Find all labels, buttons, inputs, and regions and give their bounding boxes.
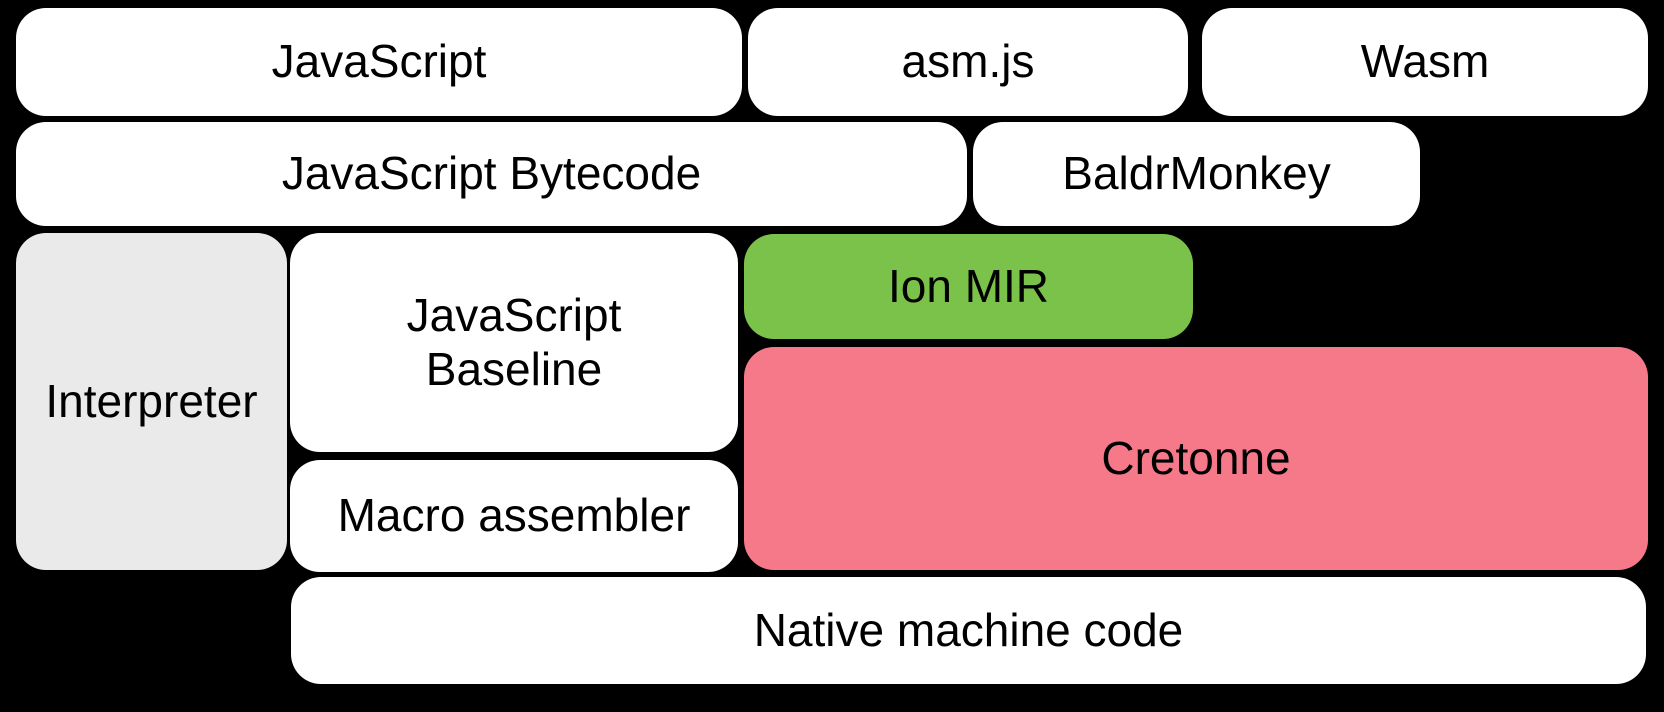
node-cretonne: Cretonne (744, 347, 1648, 570)
node-javascript-bytecode-label: JavaScript Bytecode (281, 147, 702, 200)
node-javascript: JavaScript (16, 8, 742, 116)
node-interpreter: Interpreter (16, 233, 287, 570)
node-ion-mir-label: Ion MIR (887, 259, 1050, 312)
node-interpreter-label: Interpreter (45, 374, 258, 427)
node-asm-js: asm.js (748, 8, 1188, 116)
node-javascript-baseline: JavaScript Baseline (290, 233, 738, 452)
node-macro-assembler: Macro assembler (290, 460, 738, 572)
node-javascript-label: JavaScript (271, 35, 487, 88)
node-baldrmonkey-label: BaldrMonkey (1062, 147, 1331, 200)
node-baldrmonkey: BaldrMonkey (973, 122, 1420, 226)
node-javascript-bytecode: JavaScript Bytecode (16, 122, 967, 226)
node-cretonne-label: Cretonne (1101, 431, 1291, 484)
node-native-machine-code: Native machine code (291, 577, 1646, 684)
node-wasm-label: Wasm (1360, 35, 1490, 88)
node-native-machine-code-label: Native machine code (753, 603, 1184, 656)
node-javascript-baseline-label: JavaScript Baseline (406, 289, 622, 395)
node-asm-js-label: asm.js (901, 35, 1035, 88)
node-ion-mir: Ion MIR (744, 234, 1193, 339)
node-wasm: Wasm (1202, 8, 1648, 116)
node-macro-assembler-label: Macro assembler (337, 489, 691, 542)
